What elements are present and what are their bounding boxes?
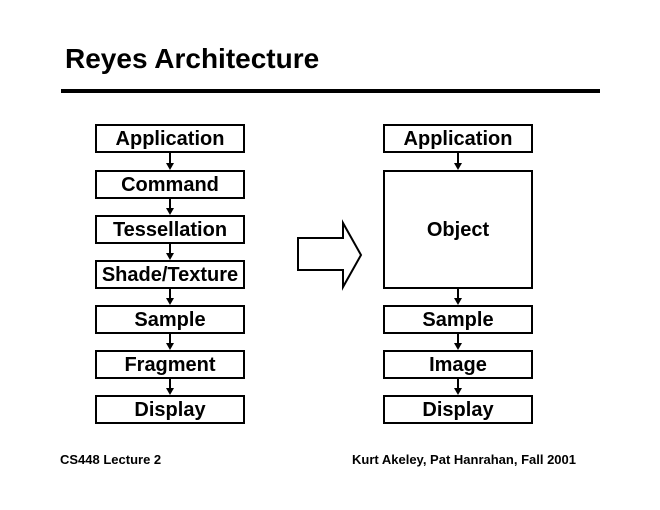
arrow-down-icon xyxy=(164,289,176,305)
left-stage-sample: Sample xyxy=(95,305,245,334)
arrow-down-icon xyxy=(164,379,176,395)
footer-credits-label: Kurt Akeley, Pat Hanrahan, Fall 2001 xyxy=(352,452,576,467)
arrow-down-icon xyxy=(164,334,176,350)
arrow-down-icon xyxy=(164,244,176,260)
arrow-down-icon xyxy=(452,334,464,350)
right-stage-sample: Sample xyxy=(383,305,533,334)
arrow-down-icon xyxy=(452,289,464,305)
left-stage-shade-texture: Shade/Texture xyxy=(95,260,245,289)
left-stage-command: Command xyxy=(95,170,245,199)
right-stage-display: Display xyxy=(383,395,533,424)
footer-course-label: CS448 Lecture 2 xyxy=(60,452,162,467)
right-stage-object: Object xyxy=(383,170,533,289)
arrow-down-icon xyxy=(164,153,176,170)
title-underline xyxy=(61,89,600,93)
arrow-down-icon xyxy=(164,199,176,215)
left-stage-tessellation: Tessellation xyxy=(95,215,245,244)
arrow-down-icon xyxy=(452,153,464,170)
right-stage-image: Image xyxy=(383,350,533,379)
left-stage-display: Display xyxy=(95,395,245,424)
slide-title: Reyes Architecture xyxy=(65,43,320,74)
left-stage-application: Application xyxy=(95,124,245,153)
block-arrow-right-icon xyxy=(297,219,363,291)
left-stage-fragment: Fragment xyxy=(95,350,245,379)
right-stage-application: Application xyxy=(383,124,533,153)
arrow-down-icon xyxy=(452,379,464,395)
